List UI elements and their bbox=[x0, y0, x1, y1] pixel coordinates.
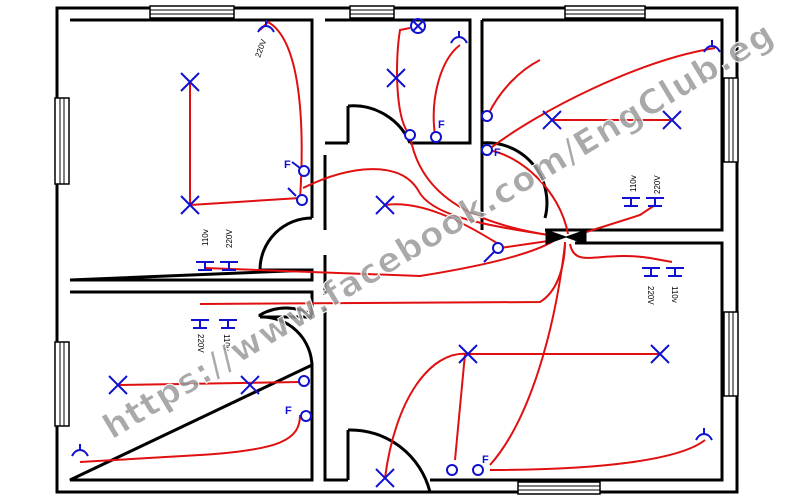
wire-tr-socket bbox=[487, 47, 716, 151]
switch-icon bbox=[296, 194, 308, 206]
socket-icon bbox=[257, 20, 275, 33]
light-icon bbox=[375, 195, 395, 215]
wire-tl-to-panel bbox=[302, 168, 556, 237]
wire-bl-lights bbox=[117, 381, 301, 386]
wire-br-switch-1 bbox=[454, 353, 466, 461]
distribution-panel-icon bbox=[545, 229, 587, 245]
switch-label: F bbox=[482, 454, 489, 466]
windows bbox=[54, 5, 739, 495]
window-left-2 bbox=[54, 341, 70, 427]
socket-icon bbox=[642, 267, 660, 277]
light-icon bbox=[386, 68, 406, 88]
window-top-2 bbox=[349, 5, 395, 19]
light-icon bbox=[650, 344, 670, 364]
wire-br-socket bbox=[489, 439, 706, 471]
voltage-label: 110v bbox=[670, 286, 679, 303]
switch-label: F bbox=[284, 159, 291, 171]
wire-tc-socket bbox=[432, 44, 461, 136]
light-icon bbox=[375, 468, 395, 488]
door-top-left bbox=[258, 216, 313, 272]
light-icon bbox=[108, 375, 128, 395]
wire-tr-2 bbox=[487, 59, 541, 116]
light-icon bbox=[180, 195, 200, 215]
wire-tl-socket bbox=[259, 20, 303, 201]
socket-icon bbox=[196, 261, 214, 271]
socket-icon bbox=[191, 319, 209, 329]
window-bottom bbox=[517, 481, 601, 495]
walls bbox=[55, 6, 739, 494]
wire-tl-sockets bbox=[204, 239, 556, 278]
light-icon bbox=[542, 110, 562, 130]
outer-wall-outer-line bbox=[55, 6, 739, 494]
light-icon bbox=[458, 344, 478, 364]
voltage-label: 110v bbox=[629, 175, 638, 192]
wire-tr-sockets bbox=[579, 204, 656, 235]
switches: F F F F F bbox=[284, 110, 504, 476]
light-icon bbox=[240, 375, 260, 395]
switch-icon bbox=[430, 131, 442, 143]
light-icon bbox=[180, 72, 200, 92]
window-top-3 bbox=[564, 5, 646, 19]
wire-tc-2 bbox=[409, 134, 556, 237]
voltage-label: 220V bbox=[646, 286, 655, 305]
door-bottom-right bbox=[347, 428, 432, 493]
switch-icon bbox=[492, 242, 504, 254]
room-top-right bbox=[480, 18, 724, 232]
wire-br-panel bbox=[489, 243, 566, 466]
wire-tr-panel bbox=[487, 149, 569, 235]
socket-icon bbox=[220, 261, 238, 271]
voltage-label: 110v bbox=[222, 334, 231, 351]
wire-br-sockets bbox=[569, 243, 673, 263]
socket-icon bbox=[695, 428, 713, 441]
voltage-label: 220V bbox=[225, 229, 234, 248]
switch-label: F bbox=[494, 147, 501, 159]
switch-icon bbox=[300, 410, 312, 422]
wire-tl-switch bbox=[189, 197, 301, 206]
socket-icon bbox=[219, 319, 237, 329]
voltage-label: 220V bbox=[653, 175, 662, 194]
socket-icon bbox=[666, 267, 684, 277]
wire-bl-socket bbox=[79, 414, 301, 463]
switch-icon bbox=[446, 464, 458, 476]
wire-br-door-light bbox=[384, 352, 469, 479]
socket-icon bbox=[703, 40, 721, 53]
voltage-label: 220V bbox=[196, 334, 205, 353]
voltage-label: 220V bbox=[253, 37, 268, 58]
lights bbox=[108, 68, 682, 488]
sockets bbox=[71, 18, 721, 457]
socket-icon bbox=[622, 197, 640, 207]
room-top-center bbox=[325, 18, 472, 145]
window-top-1 bbox=[149, 5, 235, 19]
switch-icon bbox=[298, 165, 310, 177]
switch-icon bbox=[298, 375, 310, 387]
wiring bbox=[79, 20, 716, 479]
room-bottom-left bbox=[69, 290, 314, 482]
window-left-1 bbox=[54, 97, 70, 185]
switch-label: F bbox=[438, 119, 445, 131]
window-right-1 bbox=[723, 77, 739, 163]
socket-icon bbox=[71, 444, 89, 457]
socket-icon bbox=[450, 31, 468, 44]
switch-icon bbox=[481, 144, 493, 156]
wire-tc-1 bbox=[396, 27, 411, 136]
room-bottom-right bbox=[323, 241, 724, 482]
switch-icon bbox=[404, 129, 416, 141]
light-icon bbox=[662, 110, 682, 130]
window-right-2 bbox=[723, 311, 739, 397]
switch-icon bbox=[472, 464, 484, 476]
room-top-left bbox=[69, 18, 314, 282]
bell-icon bbox=[410, 18, 427, 34]
socket-icon bbox=[646, 197, 664, 207]
switch-label: F bbox=[285, 405, 292, 417]
switch-icon bbox=[481, 110, 493, 122]
voltage-label: 110v bbox=[201, 229, 210, 246]
wire-hall-light bbox=[384, 203, 501, 246]
door-bottom-left-swing bbox=[259, 315, 314, 368]
